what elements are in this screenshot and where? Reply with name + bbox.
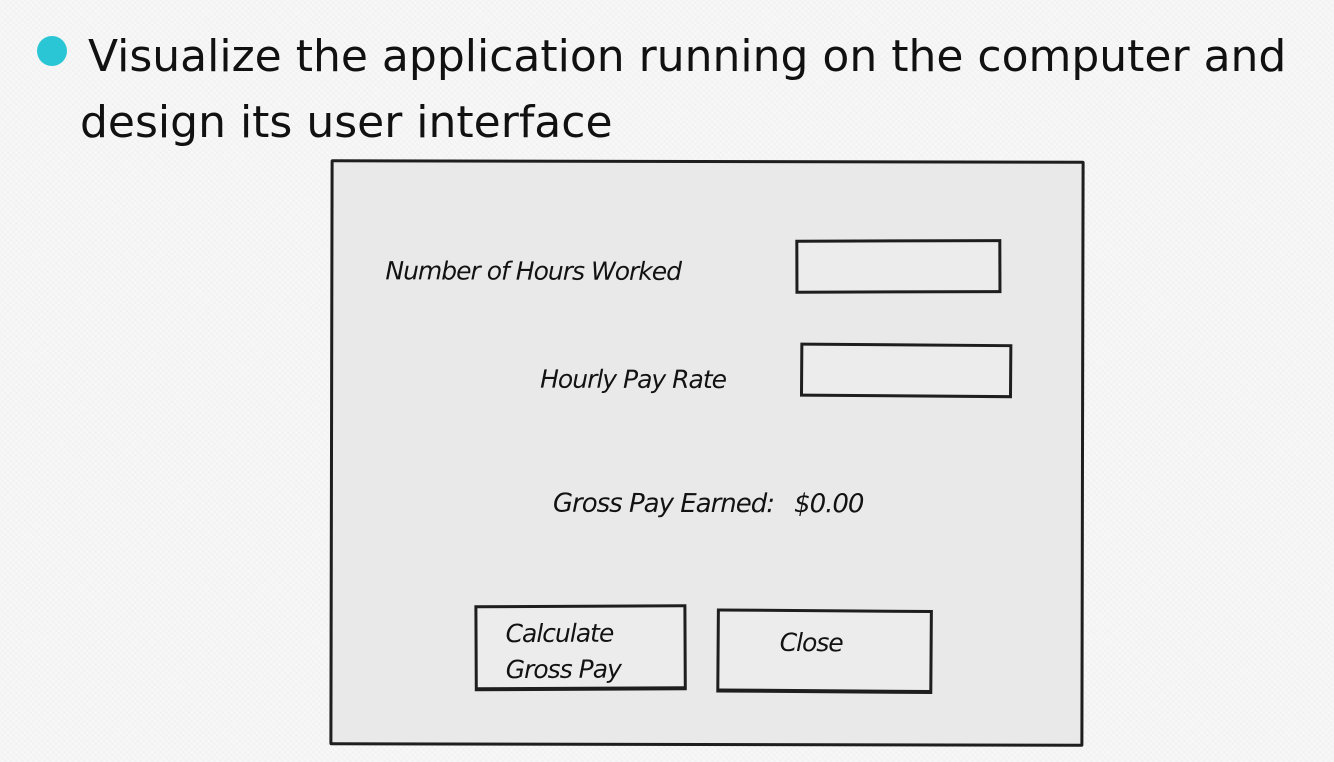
calculate-button-label: Calculate Gross Pay — [505, 618, 621, 685]
slide-bullet-text: Visualize the application running on the… — [80, 24, 1320, 156]
hours-worked-label: Number of Hours Worked — [385, 256, 682, 286]
gross-pay-label: Gross Pay Earned: — [552, 488, 775, 520]
bullet-line-2: design its user interface — [80, 97, 613, 148]
close-button[interactable]: Close — [716, 608, 933, 695]
hourly-pay-rate-input[interactable] — [799, 342, 1013, 399]
hours-worked-input[interactable] — [795, 239, 1002, 294]
gross-pay-row: Gross Pay Earned: $0.00 — [553, 489, 864, 520]
calculate-gross-pay-button[interactable]: Calculate Gross Pay — [474, 604, 687, 692]
bullet-dot-icon — [37, 36, 67, 66]
gross-pay-value: $0.00 — [794, 489, 864, 520]
bullet-line-1: Visualize the application running on the… — [88, 31, 1287, 82]
gross-pay-window-mockup: Number of Hours Worked Hourly Pay Rate G… — [329, 159, 1085, 747]
close-button-label: Close — [779, 627, 843, 658]
hourly-pay-rate-label: Hourly Pay Rate — [540, 364, 727, 395]
